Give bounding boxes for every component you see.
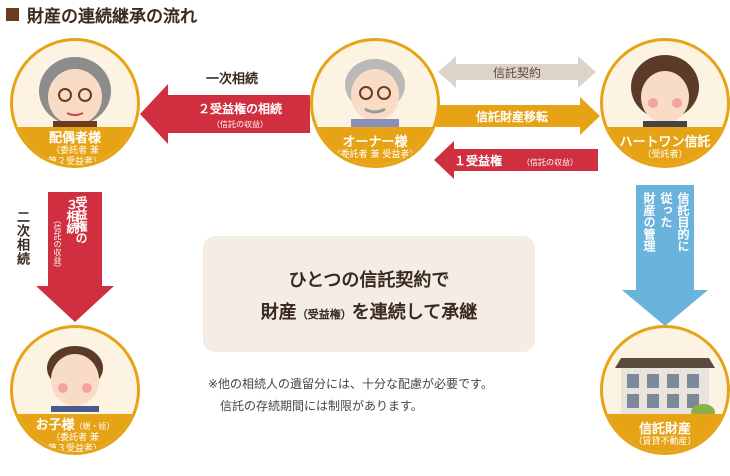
spouse-sub2: 第２受益者）	[47, 157, 102, 167]
trust-transfer-label: 信託財産移転	[476, 109, 548, 124]
beneficial-right-arrow: １受益権 （信託の収益）	[434, 141, 598, 179]
management-line1: 信託目的に	[676, 192, 690, 252]
management-line2: 従った	[659, 192, 673, 228]
center-line1: ひとつの信託契約で	[288, 270, 450, 291]
spouse-inherit-main: ２受益権の相続	[198, 101, 282, 116]
trust-transfer-arrow: 信託財産移転	[436, 97, 600, 135]
beneficial-right-sub: （信託の収益）	[522, 157, 578, 167]
child-inherit-arrow	[36, 192, 114, 322]
beneficial-right-main: １受益権	[454, 153, 502, 168]
property-sub1: （賃貸不動産）	[633, 437, 697, 447]
spouse-inherit-arrow: ２受益権の相続 （信託の収益）	[140, 84, 310, 144]
spouse-inherit-sub: （信託の収益）	[212, 119, 268, 129]
child-inherit-line1: 受益権の	[74, 196, 88, 244]
first-succession-label: 一次相続	[206, 72, 259, 87]
owner-name: オーナー様	[342, 135, 408, 150]
child-inherit-num: ３	[66, 198, 79, 212]
child-inherit-text: 受益権の ３ 相続 （信託の収益）	[48, 196, 102, 286]
child-node: お子様（甥・姪） （委託者 兼 第３受益者）	[10, 325, 140, 455]
child-sub1: （委託者 兼	[51, 433, 99, 443]
title-square-icon	[6, 8, 19, 21]
trust-contract-label: 信託契約	[493, 65, 541, 80]
notes: ※他の相続人の遺留分には、十分な配慮が必要です。 信託の存続期間には制限がありま…	[208, 373, 493, 417]
spouse-sub1: （委託者 兼	[51, 146, 99, 156]
trust-company-name: ハートワン信託	[619, 135, 711, 150]
note-line-2: 信託の存続期間には制限があります。	[220, 399, 423, 413]
owner-node: オーナー様 （委託者 兼 受益者）	[310, 38, 440, 168]
child-sub2: 第３受益者）	[47, 444, 102, 454]
property-node: 信託財産 （賃貸不動産）	[600, 325, 730, 455]
management-arrow	[622, 185, 708, 326]
management-text: 信託目的に 従った 財産の管理	[636, 192, 694, 288]
spouse-name: 配偶者様	[48, 131, 101, 146]
trust-contract-arrow: 信託契約	[438, 56, 596, 88]
property-name: 信託財産	[638, 422, 691, 437]
child-inherit-line2: 相続	[65, 210, 79, 234]
child-name-suffix: （甥・姪）	[74, 422, 115, 431]
center-line2: 財産（受益権）を連続して承継	[260, 302, 478, 323]
child-inherit-sub: （信託の収益）	[53, 216, 62, 272]
child-name: お子様	[35, 418, 75, 433]
management-line3: 財産の管理	[642, 192, 656, 252]
spouse-avatar-icon	[39, 57, 111, 141]
center-message-box: ひとつの信託契約で 財産（受益権）を連続して承継	[203, 236, 535, 352]
note-line-1: ※他の相続人の遺留分には、十分な配慮が必要です。	[208, 377, 493, 391]
trust-company-sub1: （受託者）	[642, 150, 688, 160]
spouse-node: 配偶者様 （委託者 兼 第２受益者）	[10, 38, 140, 168]
page-title: 財産の連続継承の流れ	[6, 2, 197, 27]
owner-sub1: （委託者 兼 受益者）	[331, 150, 419, 160]
trust-company-node: ハートワン信託 （受託者）	[600, 38, 730, 168]
second-succession-label: 二次相続	[14, 210, 29, 266]
